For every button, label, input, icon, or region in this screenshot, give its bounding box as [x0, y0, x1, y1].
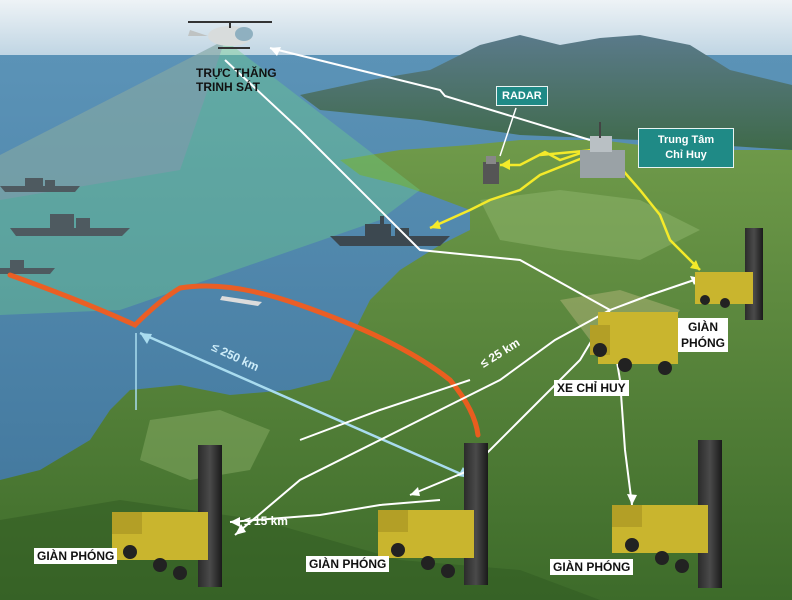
- radar-label: RADAR: [502, 90, 542, 102]
- command-center-building: [580, 122, 625, 178]
- launcher-label-bottom-left: GIÀN PHÓNG: [34, 548, 118, 564]
- command-center-line1: Trung Tâm: [657, 134, 715, 146]
- launcher-bottom-left: [112, 445, 222, 587]
- radar-cone-purple: [0, 40, 225, 200]
- launcher-right-upper: [695, 228, 763, 320]
- launcher-bottom-middle: [378, 443, 488, 585]
- helicopter-icon: [188, 21, 272, 49]
- launcher-label-right-upper: GIÀN PHÓNG: [678, 318, 729, 352]
- yellow-data-links: [429, 148, 701, 271]
- warship-target: [330, 216, 450, 246]
- warship-3: [0, 260, 55, 274]
- launcher-label-bottom-right: GIÀN PHÓNG: [550, 559, 634, 575]
- warship-1: [0, 178, 80, 192]
- white-arrowheads: [230, 47, 700, 535]
- warship-2: [10, 214, 130, 236]
- radar-label-box: RADAR: [496, 86, 548, 106]
- helicopter-label-line1: TRỰC THĂNG: [196, 66, 277, 80]
- missile-trajectory: [7, 272, 481, 438]
- missile: [220, 296, 262, 306]
- command-vehicle: [590, 312, 678, 375]
- launcher-label-right-upper-line2: PHÓNG: [681, 336, 726, 350]
- helicopter-label: TRỰC THĂNG TRINH SÁT: [196, 66, 277, 94]
- radar-cone-green: [0, 40, 420, 315]
- command-vehicle-label: XE CHỈ HUY: [554, 380, 629, 396]
- command-center-line2: Chỉ Huy: [665, 149, 707, 161]
- range-250-arrow: [139, 331, 471, 480]
- launcher-bottom-right: [612, 440, 722, 588]
- radar-station: [483, 156, 499, 184]
- launcher-label-bottom-middle: GIÀN PHÓNG: [306, 556, 390, 572]
- range-15-label: ≤ 15 km: [244, 514, 288, 528]
- helicopter-label-line2: TRINH SÁT: [196, 80, 260, 94]
- white-data-links: [224, 47, 701, 536]
- command-center-box: Trung Tâm Chỉ Huy: [638, 128, 734, 168]
- launcher-label-right-upper-line1: GIÀN: [688, 320, 718, 334]
